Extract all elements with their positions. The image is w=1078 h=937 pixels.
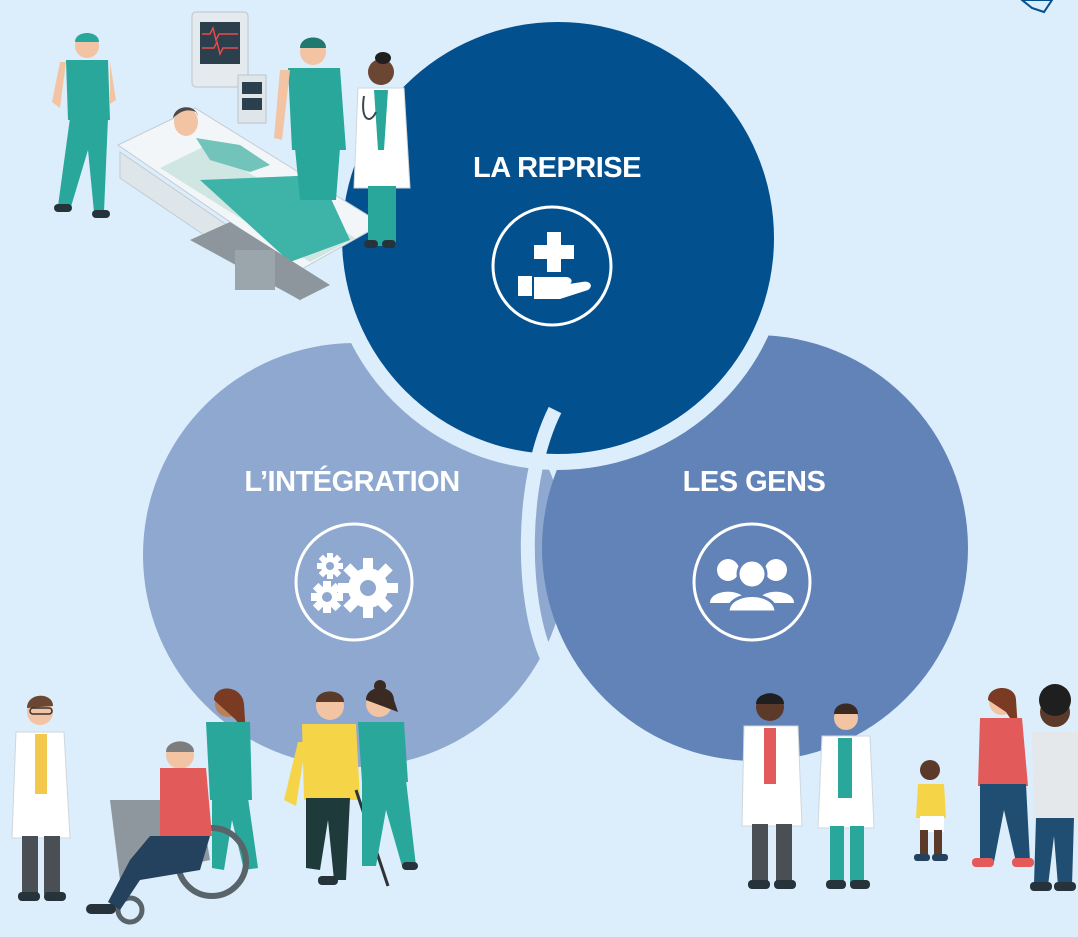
people-group-icon [692,522,812,642]
circle-integration [143,343,567,767]
community-illustration [741,684,1078,891]
hospital-team-illustration [52,11,411,301]
patient-care-illustration [11,680,418,925]
hand-plus-icon [491,205,613,327]
gears-icon [294,522,414,642]
corner-decoration [1020,0,1054,14]
label-les-gens: LES GENS [683,466,826,498]
label-integration: L’INTÉGRATION [244,464,459,498]
label-la-reprise: LA REPRISE [473,152,641,184]
